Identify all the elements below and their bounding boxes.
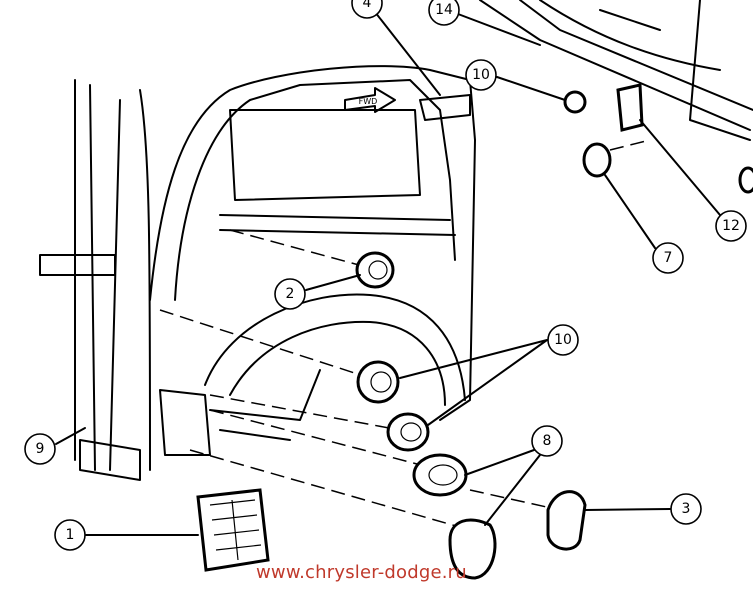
svg-text:9: 9 xyxy=(36,441,45,457)
part-10-grommet xyxy=(356,360,400,404)
watermark: www.chrysler-dodge.ru xyxy=(256,562,467,583)
callout-14: 14 xyxy=(428,0,460,26)
svg-text:10: 10 xyxy=(554,332,572,348)
callout-12: 12 xyxy=(715,210,747,242)
leader-lines xyxy=(55,11,721,536)
guide-lines xyxy=(159,139,651,531)
callout-1: 1 xyxy=(54,519,86,551)
svg-text:4: 4 xyxy=(363,0,372,11)
part-2-grommet xyxy=(355,251,395,289)
callout-3: 3 xyxy=(670,493,702,525)
part-12-pad xyxy=(616,83,644,132)
part-10-grommet xyxy=(563,90,587,114)
svg-text:1: 1 xyxy=(66,527,75,543)
callout-8: 8 xyxy=(531,425,563,457)
part-3-seal xyxy=(546,490,587,551)
svg-text:2: 2 xyxy=(286,286,295,302)
svg-text:3: 3 xyxy=(682,501,691,517)
callout-4: 4 xyxy=(351,0,383,19)
part-8-plug xyxy=(412,453,468,497)
svg-text:12: 12 xyxy=(722,218,740,234)
fwd-arrow-icon: FWD xyxy=(344,87,396,113)
callout-10-middle: 10 xyxy=(547,324,579,356)
svg-text:10: 10 xyxy=(472,67,490,83)
callout-2: 2 xyxy=(274,278,306,310)
callout-10-top: 10 xyxy=(465,59,497,91)
part-10-grommet xyxy=(386,412,430,452)
callout-9: 9 xyxy=(24,433,56,465)
svg-text:14: 14 xyxy=(435,2,453,18)
svg-text:8: 8 xyxy=(543,433,552,449)
part-7-grommet xyxy=(582,142,612,178)
part-1-vent-grille xyxy=(196,488,270,572)
callout-7: 7 xyxy=(652,242,684,274)
parts xyxy=(196,83,753,580)
vehicle-body xyxy=(39,0,753,481)
part-8-plug xyxy=(448,518,497,580)
fwd-label: FWD xyxy=(359,97,378,106)
svg-text:7: 7 xyxy=(664,250,673,266)
